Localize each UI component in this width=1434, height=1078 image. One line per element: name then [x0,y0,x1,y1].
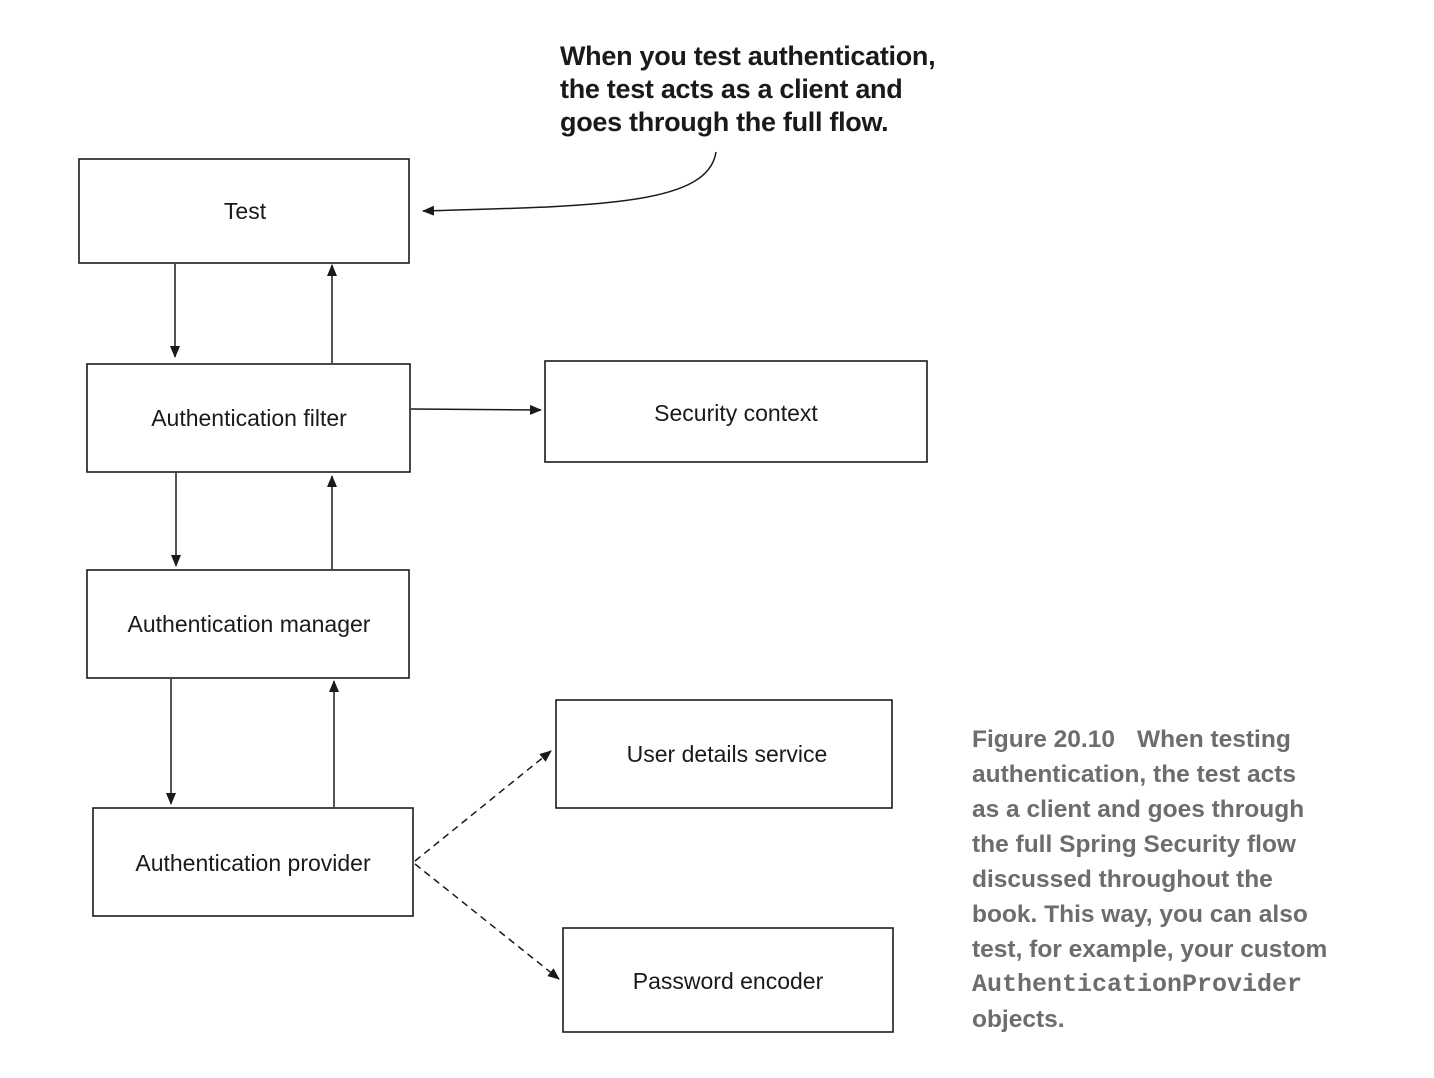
authentication-filter-label: Authentication filter [151,405,347,431]
annotation-line: the test acts as a client and [560,74,903,104]
caption-line: book. This way, you can also [972,901,1308,928]
authentication-provider-box: Authentication provider [92,807,414,917]
authentication-filter-box: Authentication filter [86,363,411,473]
password-encoder-box: Password encoder [562,927,894,1033]
user-details-service-box: User details service [555,699,893,809]
annotation-line: goes through the full flow. [560,107,889,137]
figure-caption: Figure 20.10 When testing authentication,… [972,722,1392,1037]
caption-line: test, for example, your custom [972,936,1328,963]
authentication-manager-box: Authentication manager [86,569,410,679]
annotation-callout: When you test authentication, the test a… [560,40,980,139]
user-details-service-label: User details service [627,741,828,767]
password-encoder-label: Password encoder [633,968,824,994]
annotation-pointer-arrow [422,151,717,216]
caption-line: as a client and goes through [972,796,1305,823]
authentication-manager-label: Authentication manager [128,611,371,637]
security-context-box: Security context [544,360,928,463]
test-label: Test [224,198,267,224]
arrow-filter-to-security-context [410,404,542,415]
caption-line: the full Spring Security flow [972,831,1296,858]
authentication-provider-label: Authentication provider [135,850,371,876]
caption-line: When testing [1136,726,1291,753]
caption-code: AuthenticationProvider [972,970,1303,999]
annotation-line: When you test authentication, [560,41,936,71]
caption-line: objects. [972,1006,1065,1033]
caption-line: discussed throughout the [972,866,1273,893]
caption-line: authentication, the test acts [972,761,1297,788]
figure-label: Figure 20.10 [972,726,1115,753]
arrow-provider-to-password-encoder [414,863,560,980]
security-context-label: Security context [654,400,818,426]
test-box: Test [78,158,410,264]
arrow-provider-to-user-details-service [414,750,552,862]
